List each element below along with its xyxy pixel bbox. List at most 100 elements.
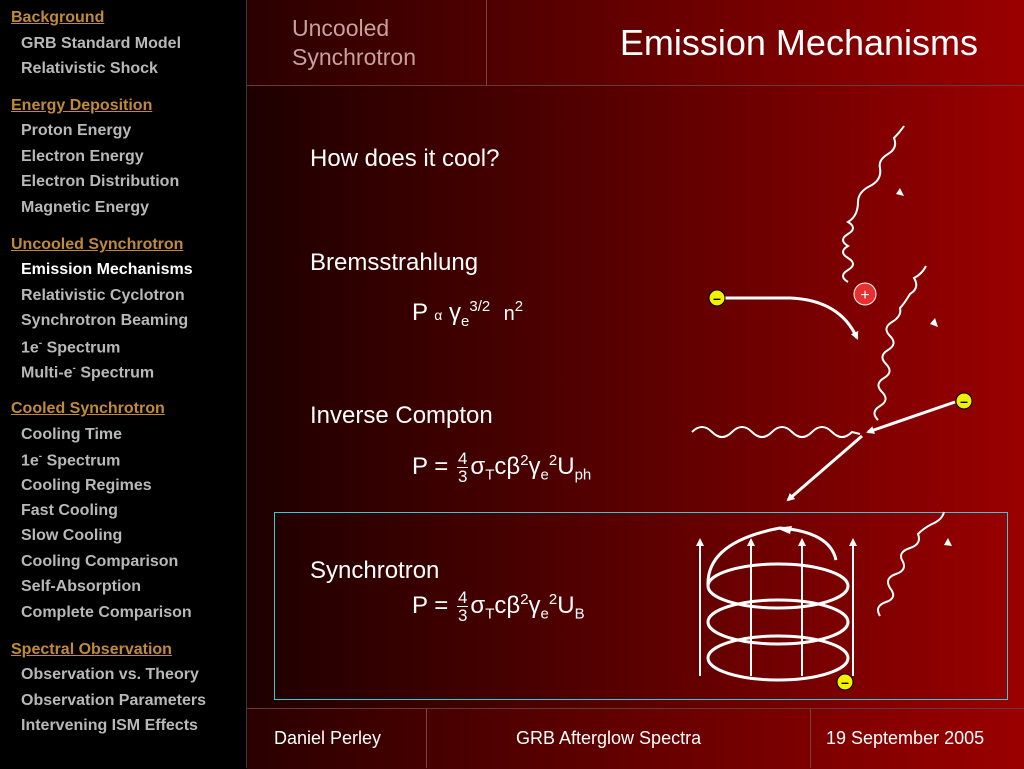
nav-item-cooling-time[interactable]: Cooling Time: [21, 426, 123, 443]
nav-item-relativistic-shock[interactable]: Relativistic Shock: [21, 60, 158, 77]
nav-item-1e-spectrum[interactable]: 1e- Spectrum: [21, 338, 120, 357]
inverse-compton-label: Inverse Compton: [310, 402, 493, 429]
nav-item-self-absorption[interactable]: Self-Absorption: [21, 578, 141, 595]
nav-item-multi-e-spectrum[interactable]: Multi-e- Spectrum: [21, 363, 154, 382]
nav-item-label: 1e: [21, 452, 39, 470]
formula-gamma-exp: 2: [548, 590, 558, 608]
slide-header: [247, 0, 1024, 86]
synchrotron-photon-arrowhead: [944, 538, 952, 546]
formula-n: n: [503, 303, 515, 325]
formula-u: U: [557, 591, 575, 619]
fraction-num: 4: [456, 449, 469, 468]
nav-item-fast-cooling[interactable]: Fast Cooling: [21, 502, 118, 519]
nav-item-1e-spectrum-cooled[interactable]: 1e- Spectrum: [21, 451, 120, 470]
nav-item-complete-comparison[interactable]: Complete Comparison: [21, 604, 192, 621]
formula-cbeta: cβ: [494, 591, 521, 619]
inverse-compton-diagram: –: [691, 265, 973, 502]
nav-item-electron-distribution[interactable]: Electron Distribution: [21, 173, 180, 190]
nav-item-label: 1e: [21, 339, 39, 357]
electron-icon: [955, 392, 973, 410]
synchrotron-diagram: –: [696, 511, 952, 691]
slide-content: [247, 86, 1024, 708]
nav-item-proton-energy[interactable]: Proton Energy: [21, 122, 132, 139]
formula-gamma: γ: [528, 452, 541, 480]
nav-item-observation-vs-theory[interactable]: Observation vs. Theory: [21, 666, 199, 683]
nav-item-electron-energy[interactable]: Electron Energy: [21, 148, 144, 165]
synchrotron-highlight-box: [274, 512, 1008, 700]
section-title-line2: Synchrotron: [292, 44, 417, 70]
nav-section-energy-deposition[interactable]: Energy Deposition: [11, 97, 153, 114]
nav-item-sup: -: [72, 363, 76, 374]
electron-icon: [708, 289, 726, 307]
nav-item-label: Multi-e: [21, 364, 73, 382]
bremsstrahlung-label: Bremsstrahlung: [310, 249, 479, 276]
formula-beta-exp: 2: [520, 451, 529, 469]
electron-sign: –: [841, 674, 849, 690]
nav-item-emission-mechanisms[interactable]: Emission Mechanisms: [21, 261, 193, 278]
nav-item-synchrotron-beaming[interactable]: Synchrotron Beaming: [21, 312, 189, 329]
nav-item-relativistic-cyclotron[interactable]: Relativistic Cyclotron: [21, 287, 185, 304]
footer-talk-title: GRB Afterglow Spectra: [516, 728, 702, 748]
nav-item-observation-parameters[interactable]: Observation Parameters: [21, 692, 206, 709]
formula-sub-e: e: [540, 466, 549, 484]
electron-trajectory: [722, 296, 859, 340]
formula-sub-t: T: [485, 605, 495, 623]
formula-lhs: P =: [412, 591, 449, 619]
helix-arrowhead: [776, 526, 792, 534]
formula-beta-exp: 2: [520, 590, 529, 608]
formula-sub-t: T: [485, 466, 495, 484]
formula-cbeta: cβ: [494, 452, 521, 480]
slide-footer: [247, 708, 1024, 769]
formula-sub-e: e: [461, 312, 470, 330]
footer-divider: [810, 709, 811, 768]
electron-sign: –: [960, 393, 968, 409]
header-divider: [486, 0, 487, 85]
incoming-photon-wave: [691, 426, 861, 438]
formula-sub-b: B: [574, 605, 585, 623]
footer-divider: [426, 709, 427, 768]
formula-sigma: σ: [470, 591, 486, 619]
footer-date: 19 September 2005: [826, 728, 985, 748]
photon-wave: [842, 125, 905, 283]
fraction-den: 3: [457, 467, 468, 486]
nav-item-slow-cooling[interactable]: Slow Cooling: [21, 527, 123, 544]
helix-top-arc: [706, 526, 838, 587]
nav-item-intervening-ism-effects[interactable]: Intervening ISM Effects: [21, 717, 198, 734]
proton-sign: +: [860, 287, 869, 304]
formula-u: U: [557, 452, 575, 480]
nav-section-spectral-observation[interactable]: Spectral Observation: [11, 641, 172, 658]
synchrotron-label: Synchrotron: [310, 557, 440, 584]
formula-exp: 3/2: [469, 298, 491, 315]
formula-proportional: α: [434, 307, 443, 323]
formula-sigma: σ: [470, 452, 486, 480]
nav-section-uncooled-synchrotron[interactable]: Uncooled Synchrotron: [11, 236, 184, 253]
nav-item-cooling-regimes[interactable]: Cooling Regimes: [21, 477, 152, 494]
electron-incoming-path: [866, 400, 956, 434]
formula-p: P: [412, 299, 428, 326]
section-title-line1: Uncooled: [292, 15, 390, 41]
formula-sub-e: e: [540, 605, 549, 623]
photon-arrowhead: [896, 188, 904, 196]
nav-item-rest: Spectrum: [42, 339, 121, 357]
electron-icon: [836, 673, 854, 691]
sidebar-nav: Background GRB Standard Model Relativist…: [0, 0, 247, 768]
nav-section-cooled-synchrotron[interactable]: Cooled Synchrotron: [11, 400, 165, 417]
section-title: Uncooled Synchrotron: [292, 14, 416, 72]
nav-item-rest: Spectrum: [75, 364, 155, 382]
proton-icon: [853, 282, 877, 306]
bremsstrahlung-formula: P α γe3/2 n2: [412, 298, 523, 330]
fraction-num: 4: [456, 588, 469, 607]
nav-item-rest: Spectrum: [42, 452, 121, 470]
nav-item-grb-standard-model[interactable]: GRB Standard Model: [21, 35, 182, 52]
electron-sign: –: [713, 290, 721, 306]
nav-item-magnetic-energy[interactable]: Magnetic Energy: [21, 199, 150, 216]
nav-section-background[interactable]: Background: [11, 9, 105, 26]
nav-item-sup: -: [38, 338, 43, 349]
formula-sub-ph: ph: [574, 466, 592, 484]
nav-item-cooling-comparison[interactable]: Cooling Comparison: [21, 553, 179, 570]
scattered-photon-arrowhead: [930, 318, 938, 327]
